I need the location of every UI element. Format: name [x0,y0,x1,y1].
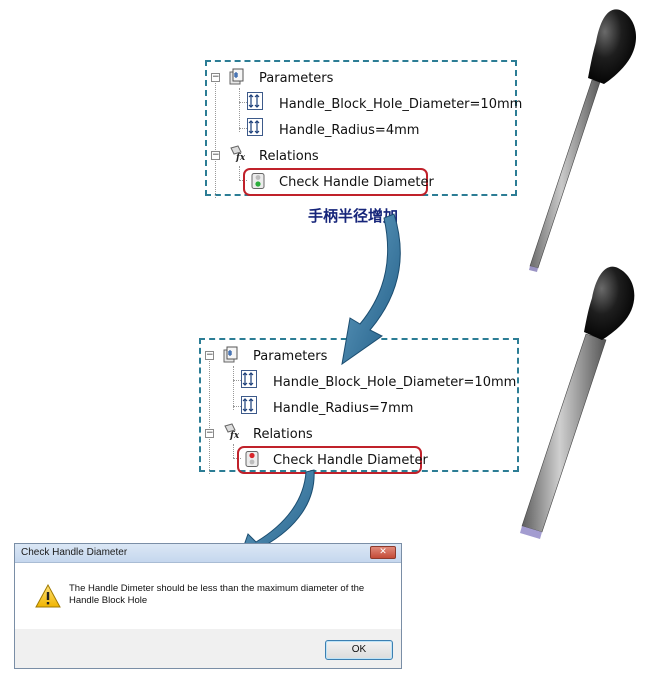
tree-parameters-label[interactable]: Parameters [259,71,334,86]
collapse-parameters-toggle[interactable]: − [205,350,214,360]
parameters-folder-icon [223,346,238,363]
tree-parameters-label[interactable]: Parameters [253,349,328,364]
arrow-top-to-bottom-icon [341,213,401,366]
handle-model-thick-image [520,266,635,539]
length-parameter-icon [247,92,263,110]
collapse-relations-toggle[interactable]: − [211,150,220,160]
collapse-parameters-toggle[interactable]: − [211,72,220,82]
tree-param-hole-diameter[interactable]: Handle_Block_Hole_Diameter=10mm [273,375,517,390]
handle-model-thin-image [529,9,637,272]
parameters-folder-icon [229,68,244,85]
check-status-green-light-icon [251,173,265,189]
length-parameter-icon [241,396,257,414]
tree-panel-top: − Parameters Handle_Block_Hole_Diameter=… [205,60,522,198]
check-status-red-light-icon [245,451,259,467]
ok-button[interactable]: OK [325,640,393,660]
caption-radius-increase: 手柄半径增加 [308,207,399,225]
relations-fx-icon: fx [224,423,239,440]
dialog-body: The Handle Dimeter should be less than t… [15,563,401,629]
warning-icon [35,584,61,608]
tree-param-handle-radius[interactable]: Handle_Radius=7mm [273,401,414,416]
tree-relations-label[interactable]: Relations [259,149,319,164]
length-parameter-icon [241,370,257,388]
tree-relations-label[interactable]: Relations [253,427,313,442]
relations-fx-icon: fx [230,145,245,162]
tree-param-hole-diameter[interactable]: Handle_Block_Hole_Diameter=10mm [279,97,523,112]
dialog-titlebar[interactable]: Check Handle Diameter ✕ [15,544,401,563]
length-parameter-icon [247,118,263,136]
dialog-message: The Handle Dimeter should be less than t… [69,583,365,606]
tree-check-handle-diameter[interactable]: Check Handle Diameter [273,453,428,468]
dialog-close-button[interactable]: ✕ [370,546,396,559]
dialog-title: Check Handle Diameter [21,547,128,558]
svg-text:fx: fx [235,153,245,162]
check-highlight-box [237,446,422,474]
tree-check-handle-diameter[interactable]: Check Handle Diameter [279,175,434,190]
collapse-relations-toggle[interactable]: − [205,428,214,438]
check-highlight-box [243,168,428,196]
svg-text:fx: fx [229,431,239,440]
tree-panel-bottom: − Parameters Handle_Block_Hole_Diameter=… [199,338,519,474]
tree-param-handle-radius[interactable]: Handle_Radius=4mm [279,123,420,138]
check-dialog: Check Handle Diameter ✕ The Handle Dimet… [14,543,402,669]
